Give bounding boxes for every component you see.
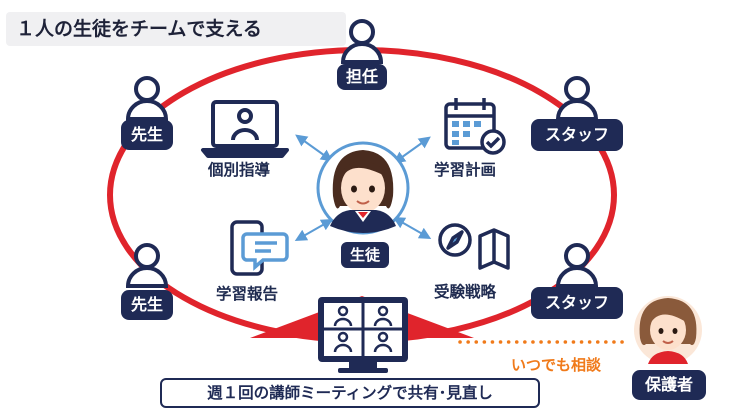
person-icon-tannin: [340, 19, 384, 64]
person-icon-sensei-top: [125, 76, 169, 121]
role-badge-staff-bottom: スタッフ: [531, 287, 623, 319]
activity-study-plan: 学習計画: [434, 161, 497, 179]
activity-study-report: 学習報告: [216, 285, 279, 303]
role-badge-student: 生徒: [339, 240, 391, 270]
guardian-avatar: [634, 296, 702, 364]
role-badge-staff-top: スタッフ: [531, 119, 623, 151]
person-icon-staff-bottom: [555, 243, 599, 288]
compass-map-icon: [438, 223, 510, 270]
activity-individual-guidance: 個別指導: [208, 161, 271, 179]
calendar-check-icon: [444, 98, 506, 155]
person-icon-staff-top: [555, 76, 599, 121]
person-icon-sensei-bottom: [125, 243, 169, 288]
arrow-plan: [393, 136, 431, 164]
activity-exam-strategy: 受験戦略: [434, 283, 497, 301]
video-meeting-monitor-icon: [318, 297, 408, 373]
arrow-strategy: [392, 217, 432, 239]
role-badge-sensei-top: 先生: [121, 120, 173, 150]
arrow-guidance: [295, 134, 333, 162]
laptop-video-icon: [201, 100, 289, 158]
meeting-caption: 週１回の講師ミーティングで共有･見直し: [160, 378, 540, 408]
arrow-report: [294, 219, 334, 241]
consult-label: いつでも相談: [511, 356, 602, 374]
role-badge-sensei-bottom: 先生: [121, 290, 173, 320]
student-avatar: [316, 141, 410, 235]
chat-phone-icon: [230, 220, 289, 276]
role-badge-guardian: 保護者: [632, 370, 706, 400]
role-badge-tannin: 担任: [337, 64, 387, 90]
page-title: １人の生徒をチームで支える: [6, 12, 346, 46]
